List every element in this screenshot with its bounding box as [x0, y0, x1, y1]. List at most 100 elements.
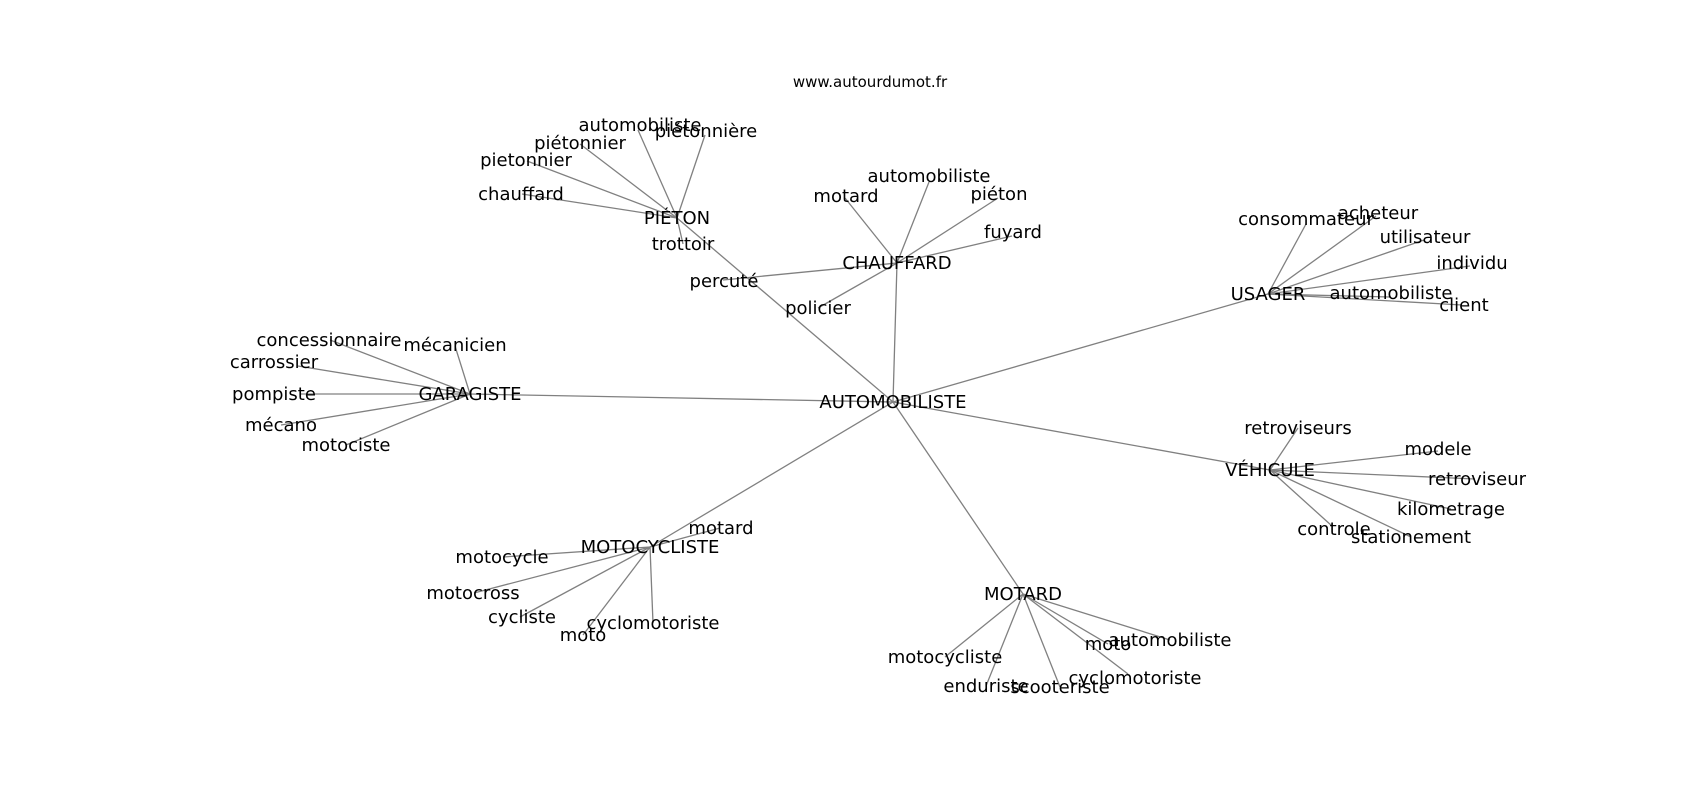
edge-vehicule-modele	[1269, 450, 1439, 471]
node-motard-scooteriste: scooteriste	[1010, 677, 1109, 698]
edge-motocycliste-moto	[582, 546, 651, 636]
node-motocycliste-motocycle: motocycle	[455, 547, 548, 568]
edge-motard-motocycliste	[944, 593, 1024, 658]
graph-edges	[280, 129, 1476, 688]
node-chauffard-motard: motard	[813, 186, 878, 207]
edge-motard-moto	[1022, 593, 1109, 645]
node-vehicule-stationement: stationement	[1351, 527, 1471, 548]
node-chauffard-fuyard: fuyard	[984, 222, 1042, 243]
edge-chauffard-pieton	[896, 197, 999, 264]
edge-motocycliste-cycliste	[519, 546, 651, 618]
edge-chauffard-percute	[722, 262, 898, 281]
edge-usager-utilisateur	[1267, 239, 1425, 295]
node-vehicule-retroviseurs: retroviseurs	[1244, 418, 1351, 439]
node-garagiste-mecano: mécano	[245, 415, 317, 436]
edge-root-motard	[892, 401, 1024, 595]
edge-vehicule-stationement	[1269, 469, 1412, 538]
node-root-automobiliste: AUTOMOBILISTE	[819, 392, 966, 413]
node-motard-motocycliste: motocycliste	[888, 647, 1003, 668]
node-vehicule-modele: modele	[1404, 439, 1471, 460]
edge-garagiste-mecanicien	[454, 345, 471, 395]
edge-motocycliste-motocycle	[502, 546, 651, 558]
node-garagiste-carrossier: carrossier	[230, 352, 319, 373]
node-usager-automobiliste: automobiliste	[1330, 283, 1453, 304]
node-garagiste-mecanicien: mécanicien	[403, 335, 506, 356]
edge-motocycliste-motard	[649, 527, 721, 548]
edge-usager-acheteur	[1267, 215, 1377, 295]
node-garagiste-pompiste: pompiste	[232, 384, 316, 405]
edge-pieton-chauffard	[521, 193, 678, 219]
node-usager-acheteur: acheteur	[1338, 203, 1419, 224]
node-usager-client: client	[1439, 295, 1488, 316]
node-vehicule-kilometrage: kilometrage	[1397, 499, 1505, 520]
edge-vehicule-kilometrage	[1269, 469, 1452, 510]
site-watermark: www.autourdumot.fr	[793, 73, 948, 91]
node-motocycliste-cycliste: cycliste	[488, 607, 556, 628]
edge-root-vehicule	[892, 401, 1271, 471]
node-chauffard-pieton: piéton	[971, 184, 1028, 205]
node-chauffard-automobiliste: automobiliste	[868, 166, 991, 187]
edge-usager-client	[1267, 293, 1463, 306]
edge-garagiste-motociste	[345, 393, 471, 446]
edge-chauffard-motard	[844, 197, 898, 264]
edge-vehicule-controle	[1269, 469, 1333, 527]
edge-usager-consommateur	[1267, 223, 1307, 295]
node-vehicule-retroviseur: retroviseur	[1428, 469, 1527, 490]
node-garagiste-concessionnaire: concessionnaire	[257, 330, 402, 351]
edge-chauffard-fuyard	[896, 235, 1013, 264]
edge-garagiste-mecano	[280, 393, 471, 426]
edge-motocycliste-motocross	[473, 546, 651, 594]
node-usager-utilisateur: utilisateur	[1380, 227, 1471, 248]
edge-pieton-pietonnier	[579, 143, 678, 219]
edge-chauffard-automobiliste	[896, 181, 930, 264]
node-motard-cyclomotoriste: cyclomotoriste	[1069, 668, 1202, 689]
node-chauffard-policier: policier	[785, 298, 851, 319]
edge-motard-scooteriste	[1022, 593, 1061, 688]
node-motard-automobiliste: automobiliste	[1109, 630, 1232, 651]
edge-pieton-trottoir	[676, 217, 684, 245]
node-motard-enduriste: enduriste	[943, 676, 1028, 697]
edge-motard-enduriste	[985, 593, 1024, 687]
node-vehicule-controle: controle	[1297, 519, 1370, 540]
node-pieton-pietonnier: piétonnier	[534, 133, 626, 154]
node-hub-usager: USAGER	[1231, 284, 1306, 305]
node-hub-chauffard: CHAUFFARD	[842, 253, 951, 274]
node-motocycliste-cyclomotoriste: cyclomotoriste	[587, 613, 720, 634]
node-garagiste-motociste: motociste	[301, 435, 390, 456]
edge-pieton-pietonnier	[526, 160, 678, 219]
edge-chauffard-policier	[817, 262, 898, 309]
node-motocycliste-motocross: motocross	[426, 583, 519, 604]
edge-usager-automobiliste	[1267, 293, 1391, 298]
node-pieton-pietonnier: pietonnier	[480, 150, 572, 171]
node-pieton-automobiliste: automobiliste	[579, 115, 702, 136]
edge-pieton-pietonniere	[676, 134, 706, 219]
node-pieton-trottoir: trottoir	[652, 234, 715, 255]
edge-garagiste-concessionnaire	[329, 339, 471, 395]
node-motocycliste-moto: moto	[560, 625, 607, 646]
edge-vehicule-retroviseur	[1269, 469, 1476, 480]
edge-root-usager	[892, 293, 1269, 403]
edge-motard-cyclomotoriste	[1022, 593, 1129, 675]
node-hub-vehicule: VÉHICULE	[1225, 459, 1315, 481]
node-pieton-chauffard: chauffard	[478, 184, 564, 205]
node-chauffard-percute: percuté	[690, 271, 759, 292]
node-hub-motocycliste: MOTOCYCLISTE	[581, 537, 720, 558]
node-usager-consommateur: consommateur	[1238, 209, 1374, 230]
node-hub-garagiste: GARAGISTE	[418, 384, 521, 405]
edge-pieton-automobiliste	[637, 129, 678, 219]
edge-root-motocycliste	[649, 401, 894, 548]
node-motard-moto: moto	[1085, 634, 1132, 655]
edge-root-chauffard	[892, 262, 898, 403]
edge-usager-individu	[1267, 265, 1471, 295]
edge-motocycliste-cyclomotoriste	[649, 546, 654, 624]
edge-root-pieton	[676, 217, 894, 403]
edge-vehicule-retroviseurs	[1269, 427, 1299, 471]
edge-garagiste-carrossier	[297, 365, 471, 395]
node-hub-pieton: PIÉTON	[644, 207, 710, 229]
edge-root-garagiste	[469, 393, 894, 403]
edge-motard-automobiliste	[1022, 593, 1171, 641]
node-usager-individu: individu	[1436, 253, 1507, 274]
node-pieton-pietonniere: piétonnière	[655, 121, 758, 142]
node-motocycliste-motard: motard	[688, 518, 753, 539]
